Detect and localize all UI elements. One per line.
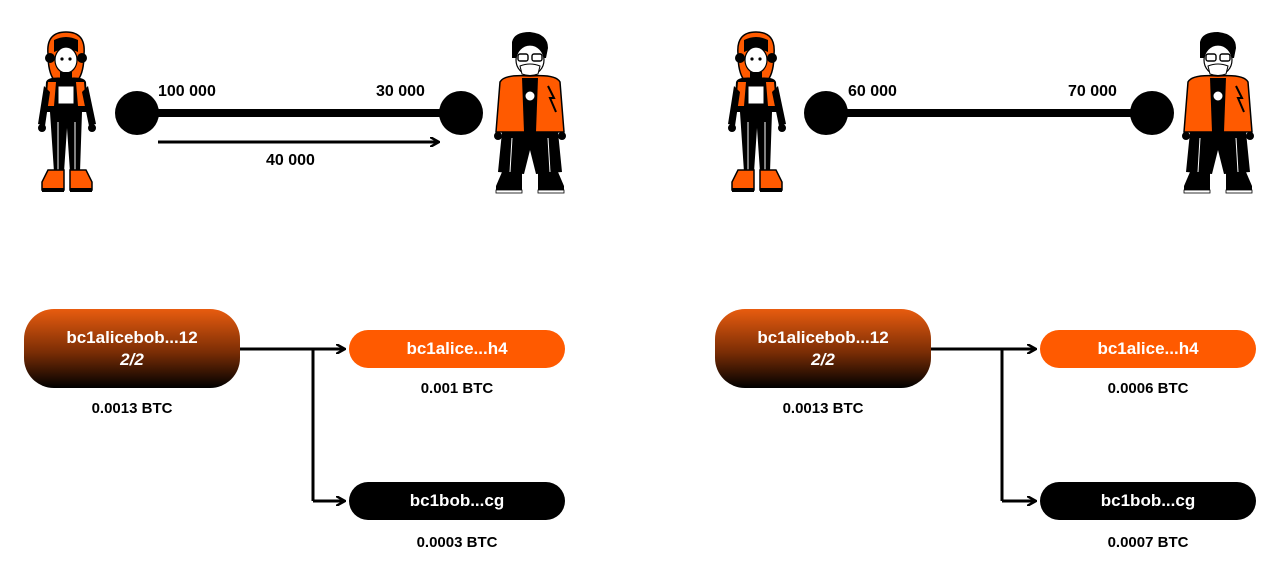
input-address-2: bc1alicebob...12 bbox=[757, 327, 889, 347]
output-bob-amount-2: 0.0007 BTC bbox=[1107, 534, 1189, 551]
bob-balance-label: 30 000 bbox=[376, 83, 425, 100]
alice-avatar bbox=[37, 31, 97, 193]
channel-node-alice-2 bbox=[804, 91, 848, 135]
output-alice-amount: 0.001 BTC bbox=[420, 380, 494, 397]
bob-balance-label-2: 70 000 bbox=[1068, 83, 1117, 100]
alice-balance-label: 100 000 bbox=[158, 83, 216, 100]
funding-input-node: bc1alicebob...12 2/2 bbox=[24, 309, 240, 388]
output-alice-node-2: bc1alice...h4 bbox=[1040, 330, 1256, 368]
multisig-label: 2/2 bbox=[120, 349, 144, 369]
output-alice-node: bc1alice...h4 bbox=[349, 330, 565, 368]
output-bob-node: bc1bob...cg bbox=[349, 482, 565, 520]
output-alice-amount-2: 0.0006 BTC bbox=[1107, 380, 1189, 397]
channel-node-bob bbox=[439, 91, 483, 135]
input-amount-2: 0.0013 BTC bbox=[782, 400, 864, 417]
input-address: bc1alicebob...12 bbox=[66, 327, 198, 347]
input-amount: 0.0013 BTC bbox=[91, 400, 173, 417]
payment-amount-label: 40 000 bbox=[266, 152, 315, 169]
funding-input-node-2: bc1alicebob...12 2/2 bbox=[715, 309, 931, 388]
tx-connectors-left bbox=[240, 349, 344, 501]
channel-node-alice bbox=[115, 91, 159, 135]
alice-balance-label-2: 60 000 bbox=[848, 83, 897, 100]
output-bob-node-2: bc1bob...cg bbox=[1040, 482, 1256, 520]
bob-avatar-2 bbox=[1181, 31, 1255, 194]
output-bob-amount: 0.0003 BTC bbox=[416, 534, 498, 551]
bob-avatar bbox=[493, 31, 567, 194]
alice-avatar-2 bbox=[727, 31, 787, 193]
tx-connectors-right bbox=[931, 349, 1035, 501]
multisig-label-2: 2/2 bbox=[811, 349, 835, 369]
channel-node-bob-2 bbox=[1130, 91, 1174, 135]
